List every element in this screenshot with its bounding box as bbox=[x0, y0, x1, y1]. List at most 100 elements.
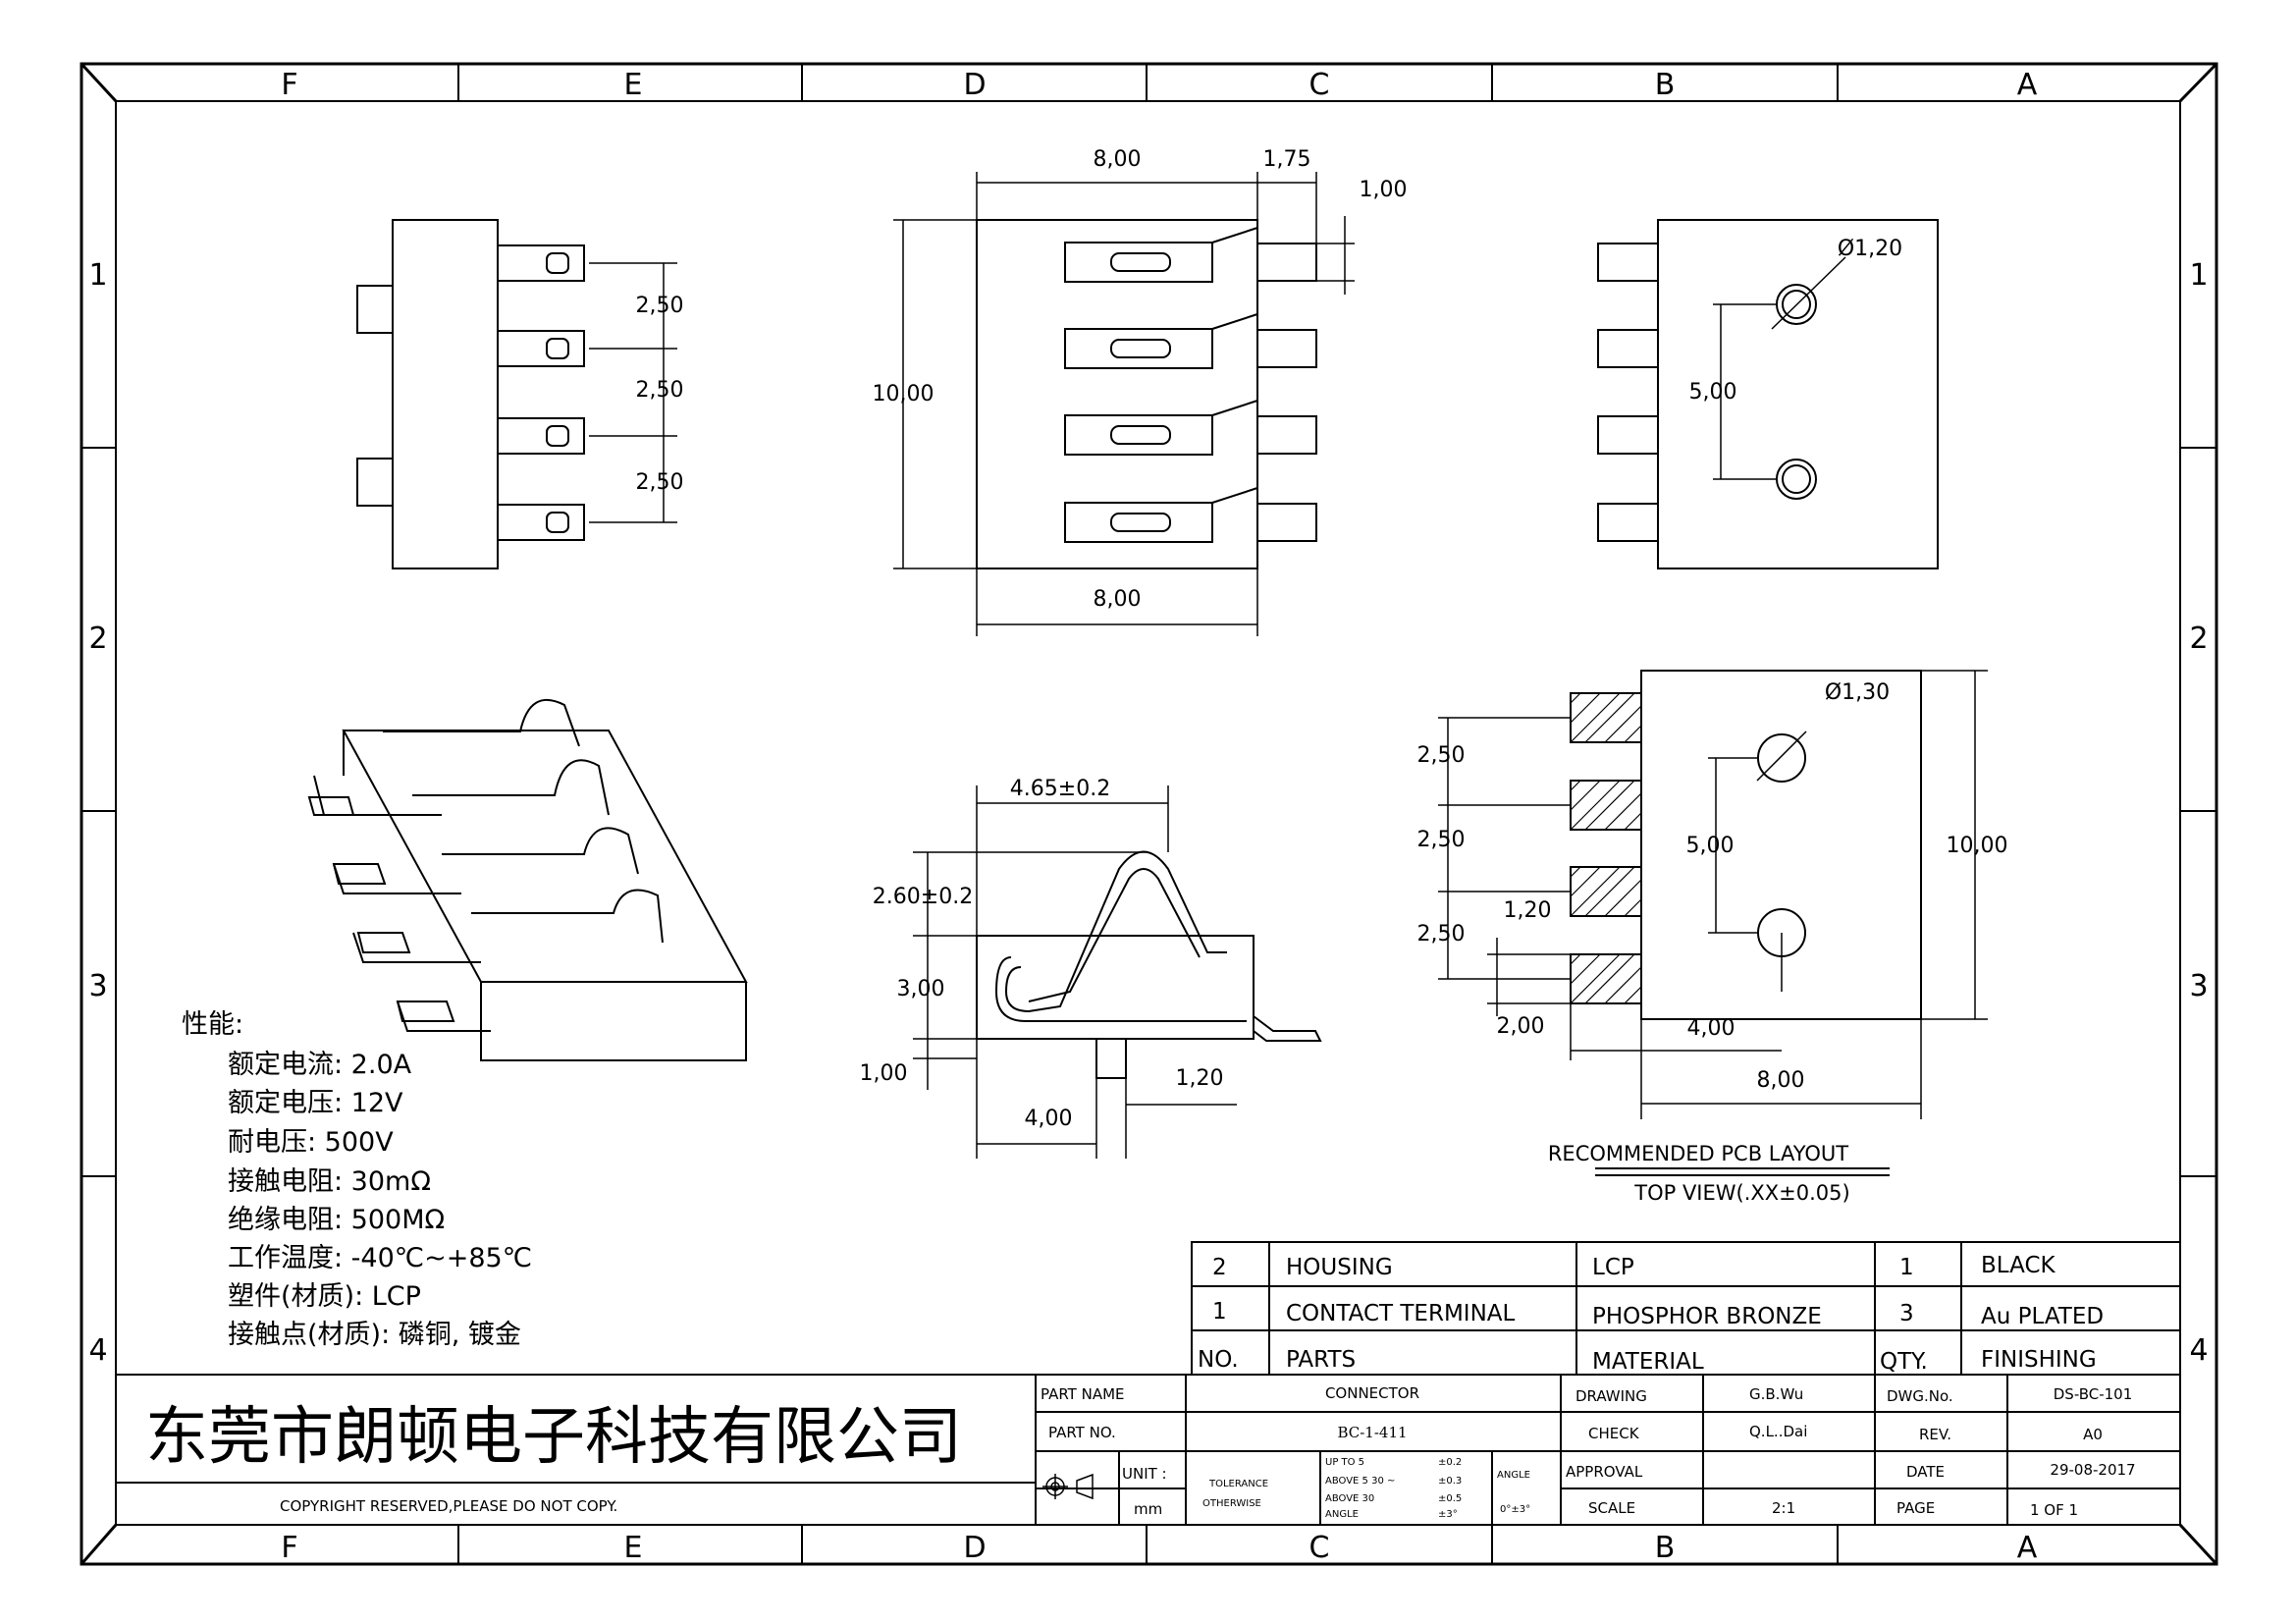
tol-range: UP TO 5 bbox=[1325, 1457, 1364, 1468]
spec-line: 接触点(材质): 磷铜, 镀金 bbox=[228, 1320, 521, 1350]
dim-top-pin-width: 1,00 bbox=[1360, 178, 1408, 202]
grid-labels: F E D C B A F E D C B A 1 2 3 4 1 2 3 4 bbox=[88, 68, 2208, 1565]
dim-bottom-hole-spacing: 5,00 bbox=[1689, 380, 1737, 405]
grid-dividers bbox=[81, 64, 2216, 1564]
side-contact-2 bbox=[497, 330, 585, 367]
dim-pcb-offset: 4,00 bbox=[1687, 1016, 1735, 1041]
pcb-layout-dims: Ø1,30 2,50 2,50 2,50 1,20 2,00 5,00 10,0… bbox=[1417, 680, 2008, 1093]
dim-pcb-hole-spacing: 5,00 bbox=[1686, 834, 1735, 858]
top-view-dims: 8,00 1,75 1,00 10,00 8,00 bbox=[873, 147, 1408, 612]
company-name: 东莞市朗顿电子科技有限公司 bbox=[145, 1401, 962, 1474]
angle-value: 0°±3° bbox=[1500, 1504, 1530, 1515]
row-label-3: 3 bbox=[88, 969, 107, 1003]
bom-no: 2 bbox=[1212, 1255, 1227, 1280]
spec-line: 塑件(材质): LCP bbox=[228, 1281, 421, 1312]
dim-top-width: 8,00 bbox=[1094, 147, 1142, 172]
dim-bottom-hole-dia: Ø1,20 bbox=[1838, 237, 1902, 261]
dim-front-tail: 1,20 bbox=[1176, 1066, 1224, 1091]
specs-heading: 性能: bbox=[182, 1009, 243, 1040]
col-label-C-bottom: C bbox=[1309, 1531, 1330, 1565]
scale-label: SCALE bbox=[1588, 1499, 1635, 1517]
bom-qty: 3 bbox=[1899, 1301, 1914, 1326]
iso-contact-3 bbox=[352, 827, 639, 963]
pcb-pad-2 bbox=[1570, 780, 1642, 831]
col-label-E: E bbox=[624, 68, 643, 102]
iso-contact-1 bbox=[307, 699, 580, 816]
col-label-F: F bbox=[281, 68, 297, 102]
pcb-layout bbox=[1438, 670, 1988, 1119]
row-label-4: 4 bbox=[88, 1333, 107, 1368]
dim-pcb-hole-dia: Ø1,30 bbox=[1825, 680, 1890, 705]
pcb-pad-4 bbox=[1570, 953, 1642, 1004]
dim-front-height: 4.65±0.2 bbox=[1010, 777, 1110, 801]
top-contact-1 bbox=[1064, 227, 1258, 283]
page-value: 1 OF 1 bbox=[2030, 1501, 2078, 1519]
scale-value: 2:1 bbox=[1772, 1499, 1795, 1517]
spec-line: 绝缘电阻: 500MΩ bbox=[228, 1205, 445, 1235]
tolerance-label: TOLERANCE bbox=[1208, 1479, 1268, 1489]
title-block: 东莞市朗顿电子科技有限公司 COPYRIGHT RESERVED,PLEASE … bbox=[116, 1374, 2180, 1525]
otherwise-label: OTHERWISE bbox=[1202, 1498, 1261, 1509]
col-label-C: C bbox=[1309, 68, 1330, 102]
rev-value: A0 bbox=[2083, 1426, 2103, 1443]
date-label: DATE bbox=[1906, 1463, 1945, 1481]
spec-line: 额定电压: 12V bbox=[228, 1088, 403, 1118]
part-no: BC-1-411 bbox=[1337, 1424, 1407, 1441]
col-label-A: A bbox=[2017, 68, 2038, 102]
specs-block: 性能: 额定电流: 2.0A 额定电压: 12V 耐电压: 500V 接触电阻:… bbox=[182, 1009, 532, 1350]
tol-range: ANGLE bbox=[1325, 1509, 1359, 1520]
top-view bbox=[893, 172, 1355, 636]
spec-line: 额定电流: 2.0A bbox=[228, 1050, 412, 1080]
bom-finishing: Au PLATED bbox=[1981, 1304, 2104, 1329]
copyright-note: COPYRIGHT RESERVED,PLEASE DO NOT COPY. bbox=[280, 1497, 617, 1515]
row-label-1-right: 1 bbox=[2189, 258, 2208, 293]
top-contact-2 bbox=[1064, 313, 1258, 369]
col-label-F-bottom: F bbox=[281, 1531, 297, 1565]
part-name-label: PART NAME bbox=[1041, 1385, 1125, 1403]
unit-value: mm bbox=[1134, 1500, 1162, 1518]
pcb-pad-3 bbox=[1570, 866, 1642, 917]
spec-line: 工作温度: -40℃~+85℃ bbox=[228, 1243, 532, 1273]
page-label: PAGE bbox=[1896, 1499, 1935, 1517]
bom-no: 1 bbox=[1212, 1299, 1227, 1325]
dim-pcb-pitch-3: 2,50 bbox=[1417, 922, 1466, 947]
bom-header-qty: QTY. bbox=[1880, 1349, 1928, 1375]
part-no-label: PART NO. bbox=[1048, 1424, 1116, 1441]
bom-part: HOUSING bbox=[1286, 1255, 1393, 1280]
tol-range: ABOVE 30 bbox=[1325, 1493, 1374, 1504]
check-label: CHECK bbox=[1588, 1425, 1640, 1442]
check-value: Q.L..Dai bbox=[1749, 1423, 1807, 1440]
dim-front-pcb: 1,00 bbox=[860, 1061, 908, 1086]
rev-label: REV. bbox=[1919, 1426, 1951, 1443]
pcb-caption: RECOMMENDED PCB LAYOUT TOP VIEW(.XX±0.05… bbox=[1548, 1142, 1890, 1205]
bom-part: CONTACT TERMINAL bbox=[1286, 1301, 1516, 1326]
dim-top-bottom-width: 8,00 bbox=[1094, 587, 1142, 612]
side-view bbox=[356, 219, 677, 569]
bom-material: PHOSPHOR BRONZE bbox=[1592, 1304, 1822, 1329]
unit-label: UNIT : bbox=[1122, 1465, 1167, 1483]
dwg-value: DS-BC-101 bbox=[2054, 1385, 2133, 1403]
row-label-2: 2 bbox=[88, 622, 107, 656]
drawing-label: DRAWING bbox=[1575, 1387, 1647, 1405]
bom-qty: 1 bbox=[1899, 1255, 1914, 1280]
col-label-D: D bbox=[963, 68, 986, 102]
bom-header-parts: PARTS bbox=[1286, 1347, 1356, 1373]
row-label-1: 1 bbox=[88, 258, 107, 293]
col-label-B: B bbox=[1655, 68, 1676, 102]
date-value: 29-08-2017 bbox=[2050, 1461, 2135, 1479]
iso-contact-4 bbox=[396, 889, 664, 1032]
sheet-frame bbox=[80, 62, 2218, 1566]
row-label-3-right: 3 bbox=[2189, 969, 2208, 1003]
dim-pcb-pad-len: 2,00 bbox=[1497, 1014, 1545, 1039]
dim-front-spring: 2.60±0.2 bbox=[873, 885, 973, 909]
row-label-4-right: 4 bbox=[2189, 1333, 2208, 1368]
dim-top-height: 10,00 bbox=[873, 382, 934, 406]
angle-label: ANGLE bbox=[1497, 1470, 1530, 1481]
bottom-view bbox=[1597, 219, 1939, 569]
side-contact-4 bbox=[497, 504, 585, 541]
dim-front-peg: 4,00 bbox=[1025, 1107, 1073, 1131]
dim-pcb-pad-width: 1,20 bbox=[1504, 898, 1552, 923]
front-view bbox=[913, 785, 1322, 1159]
bom-finishing: BLACK bbox=[1981, 1253, 2056, 1278]
